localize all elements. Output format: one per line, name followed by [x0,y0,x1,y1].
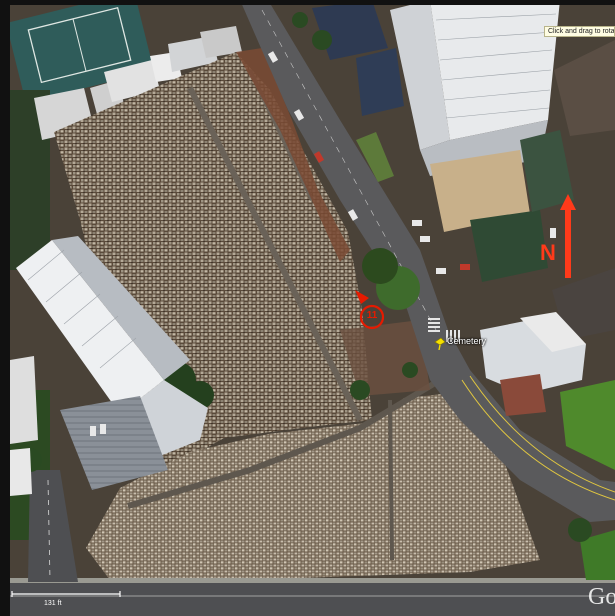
crosswalk [428,318,440,332]
cemetery-place-label[interactable]: Cemetery [447,336,487,346]
yellow-pushpin-icon[interactable] [433,336,447,350]
road-main [240,0,615,522]
map-provider-logo: Go [588,584,615,610]
rotate-tooltip: Click and drag to rotate, drag the middl… [544,26,615,37]
cemetery-lower [86,392,540,580]
scale-bar [11,591,121,597]
numbered-marker-icon[interactable] [355,290,387,330]
north-label: N [540,240,556,265]
house-cluster-right [480,312,586,416]
scale-label: 131 ft [44,600,62,607]
high-rise-left [10,236,208,496]
parked-cars [90,51,556,436]
building-row-top [34,26,242,140]
north-arrow-icon [560,194,576,278]
marker-number: 11 [366,310,378,321]
